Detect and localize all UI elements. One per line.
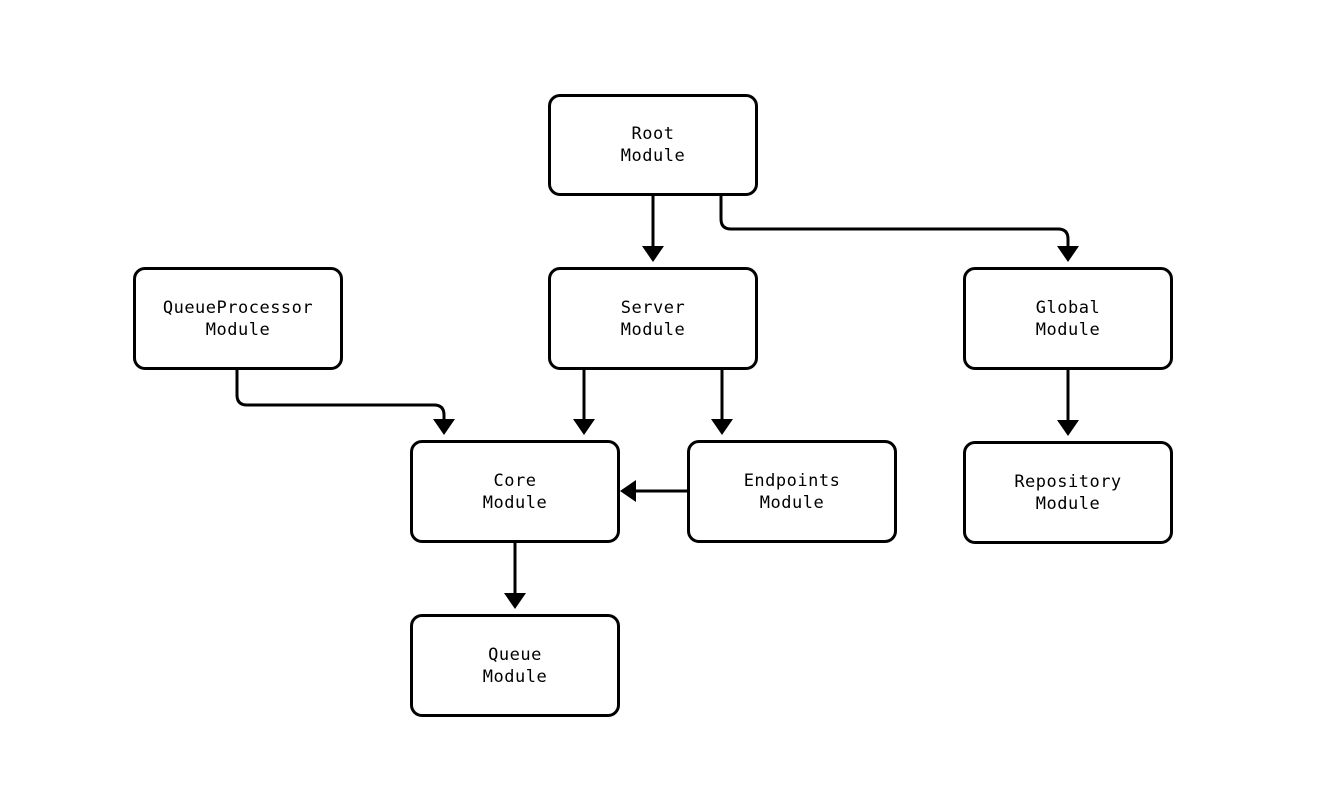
endpoints-module-label-line1: Endpoints [743,470,841,491]
core-module-label-line1: Core [493,470,537,491]
edge-server-to-core-arrowhead [573,419,595,435]
global-module-label-line2: Module [1035,319,1101,340]
server-module-label-line2: Module [620,319,686,340]
edge-root-to-global-line [719,196,1070,252]
edge-core-to-queue: Core Module to Queue Module [504,543,526,609]
edge-queueprocessor-to-core-arrowhead [433,419,455,435]
edge-global-to-repository-arrowhead [1057,420,1079,436]
edge-server-to-core: Server Module to Core Module [573,370,595,435]
edge-server-to-endpoints: Server Module to Endpoints Module [711,370,733,435]
global-module-label-line1: Global [1035,297,1101,318]
queue-module-label-line2: Module [482,666,548,687]
root-module-label-line1: Root [631,124,675,144]
edge-root-to-global: Root Module to Global Module [719,196,1079,262]
edge-server-to-endpoints-arrowhead [711,419,733,435]
edge-queueprocessor-to-core: QueueProcessor Module to Core Module [235,370,455,435]
edge-root-to-server-arrowhead [642,246,664,262]
edge-root-to-server: Root Module to Server Module [642,196,664,262]
server-module-label-line1: Server [620,297,686,318]
edge-queueprocessor-to-core-line [235,370,446,425]
queueprocessor-module-label-line2: Module [205,319,271,340]
repository-module-label-line2: Module [1035,493,1101,514]
root-module-label-line2: Module [620,146,686,166]
edge-endpoints-to-core: Endpoints Module to Core Module [620,480,687,502]
endpoints-module-label-line2: Module [759,492,825,513]
queue-module-label-line1: Queue [488,644,542,665]
queueprocessor-module-label-line1: QueueProcessor [162,297,314,318]
edge-global-to-repository: Global Module to Repository Module [1057,370,1079,436]
core-module-label-line2: Module [482,492,548,513]
repository-module-label-line1: Repository [1014,471,1122,492]
edge-root-to-global-arrowhead [1057,246,1079,262]
edge-core-to-queue-arrowhead [504,593,526,609]
edge-endpoints-to-core-arrowhead [620,480,636,502]
